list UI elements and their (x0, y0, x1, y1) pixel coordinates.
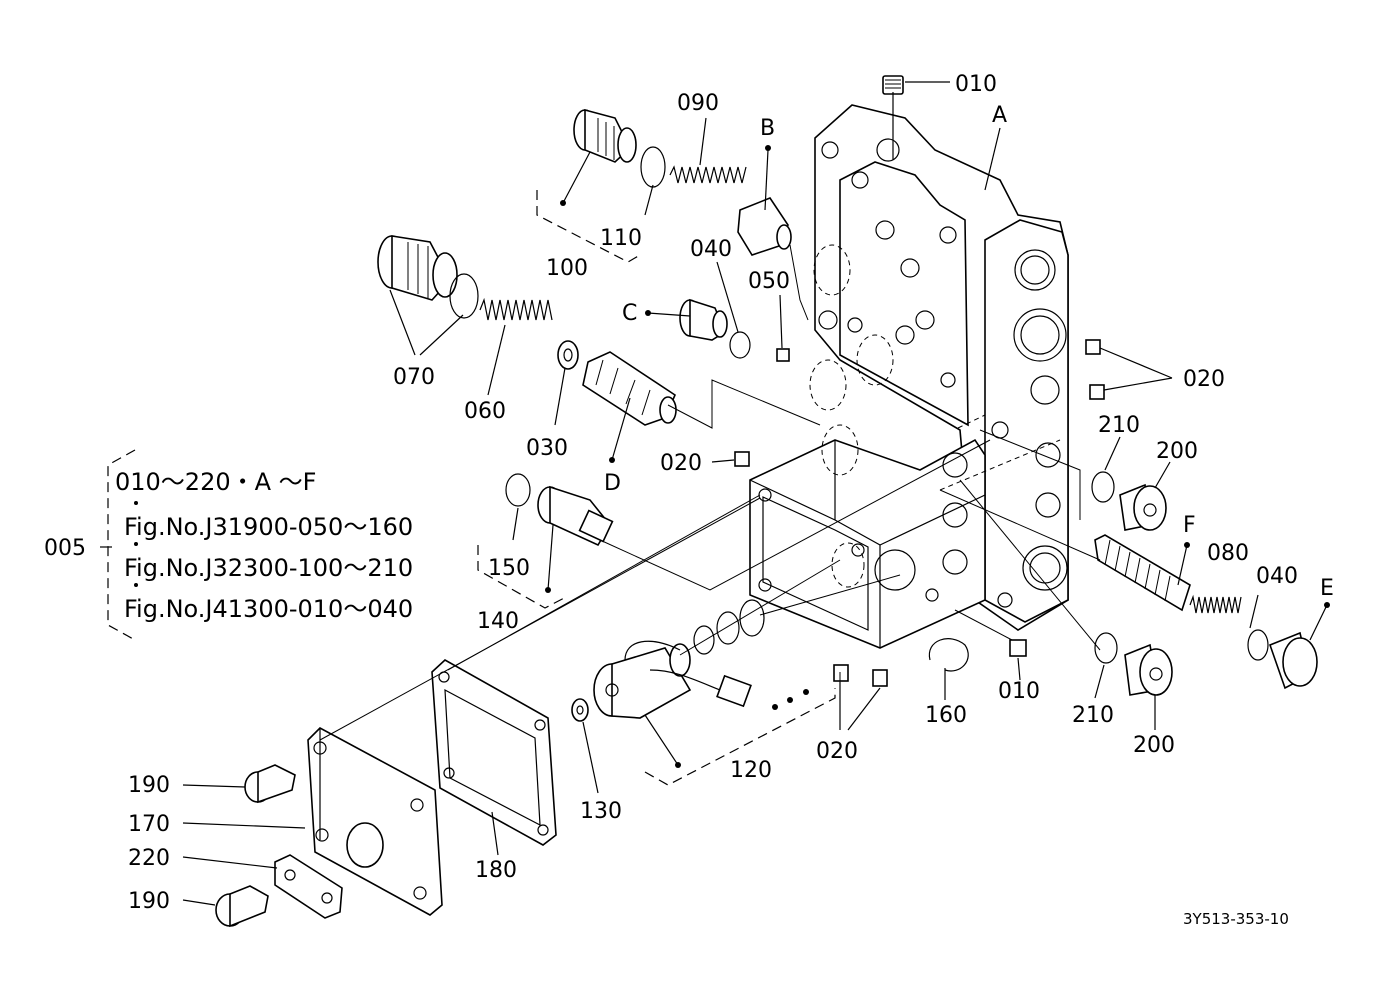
o-ring-210-lower (1094, 632, 1118, 664)
label-A: A (992, 103, 1007, 128)
label-080: 080 (1207, 541, 1249, 566)
assembly-line-3: Fig.No.J32300-100～210 (124, 554, 413, 582)
label-220: 220 (128, 846, 170, 871)
leader-lines (100, 81, 1328, 906)
plug-C (679, 298, 728, 341)
o-ring-210-upper (1091, 471, 1115, 503)
label-010a: 010 (955, 72, 997, 97)
part-labels: 010 A 090 B 110 100 040 050 C 070 060 03… (128, 72, 1334, 914)
cover-170 (307, 727, 443, 916)
label-E: E (1320, 576, 1334, 601)
label-060: 060 (464, 399, 506, 424)
label-040a: 040 (690, 237, 732, 262)
o-ring-040-upper (729, 331, 751, 359)
o-ring-040-lower (1247, 629, 1269, 661)
label-200b: 200 (1133, 733, 1175, 758)
label-110: 110 (600, 226, 642, 251)
label-010b: 010 (998, 679, 1040, 704)
plug-020-b (1089, 384, 1105, 400)
label-150: 150 (488, 556, 530, 581)
plug-F (1094, 534, 1191, 612)
assembly-line-4: Fig.No.J41300-010～040 (124, 595, 413, 623)
label-030: 030 (526, 436, 568, 461)
label-070: 070 (393, 365, 435, 390)
label-C: C (622, 301, 637, 326)
label-160: 160 (925, 703, 967, 728)
bolt-200-lower (1124, 643, 1173, 696)
o-ring-070 (449, 273, 479, 319)
label-130: 130 (580, 799, 622, 824)
o-ring-110 (640, 146, 666, 188)
plug-050 (776, 348, 790, 362)
plug-020-a (1085, 339, 1101, 355)
label-040b: 040 (1256, 564, 1298, 589)
valve-body (749, 104, 1069, 649)
spring-080 (1189, 594, 1242, 614)
label-020c: 020 (816, 739, 858, 764)
sensor-140 (537, 485, 614, 547)
plug-010-lower (1009, 639, 1027, 657)
label-020a: 020 (660, 451, 702, 476)
piston-B (737, 197, 792, 256)
o-ring-120-a (693, 625, 715, 655)
label-140: 140 (477, 609, 519, 634)
label-210a: 210 (1098, 413, 1140, 438)
spool-D (582, 351, 677, 426)
o-ring-150 (505, 473, 531, 507)
plug-100 (573, 108, 637, 163)
label-170: 170 (128, 812, 170, 837)
plug-020-d (833, 664, 849, 682)
plug-020-c (734, 451, 750, 467)
o-ring-120-c (739, 599, 765, 637)
assembly-label: 005 (44, 536, 86, 561)
snap-ring-160 (928, 638, 969, 672)
label-090: 090 (677, 91, 719, 116)
washer-130 (571, 698, 589, 722)
label-050: 050 (748, 269, 790, 294)
drawing-code: 3Y513-353-10 (1183, 910, 1289, 928)
label-D: D (604, 471, 621, 496)
assembly-line-2: Fig.No.J31900-050～160 (124, 513, 413, 541)
spring-060 (479, 297, 553, 321)
group-brackets (107, 190, 836, 786)
plug-010-top (882, 75, 904, 95)
leader-dots (134, 145, 1330, 768)
label-180: 180 (475, 858, 517, 883)
solenoid-120 (593, 640, 752, 719)
bolt-190-lower (215, 885, 269, 928)
assembly-line-1: 010～220・A ～F (115, 468, 316, 496)
plug-E (1268, 631, 1318, 690)
label-F: F (1183, 513, 1196, 538)
plug-020-e (872, 669, 888, 687)
label-190b: 190 (128, 889, 170, 914)
bolt-190-upper (244, 764, 296, 804)
spring-090 (669, 165, 747, 184)
label-190a: 190 (128, 773, 170, 798)
plate-220 (274, 854, 343, 919)
label-100: 100 (546, 256, 588, 281)
o-ring-120-b (716, 611, 740, 645)
assembly-reference: 005 010～220・A ～F Fig.No.J31900-050～160 F… (44, 468, 413, 623)
label-200a: 200 (1156, 439, 1198, 464)
label-020b: 020 (1183, 367, 1225, 392)
label-210b: 210 (1072, 703, 1114, 728)
label-B: B (760, 116, 775, 141)
gasket-180 (431, 659, 557, 846)
washer-030 (557, 340, 579, 370)
bolt-200-upper (1119, 483, 1167, 531)
label-120: 120 (730, 758, 772, 783)
